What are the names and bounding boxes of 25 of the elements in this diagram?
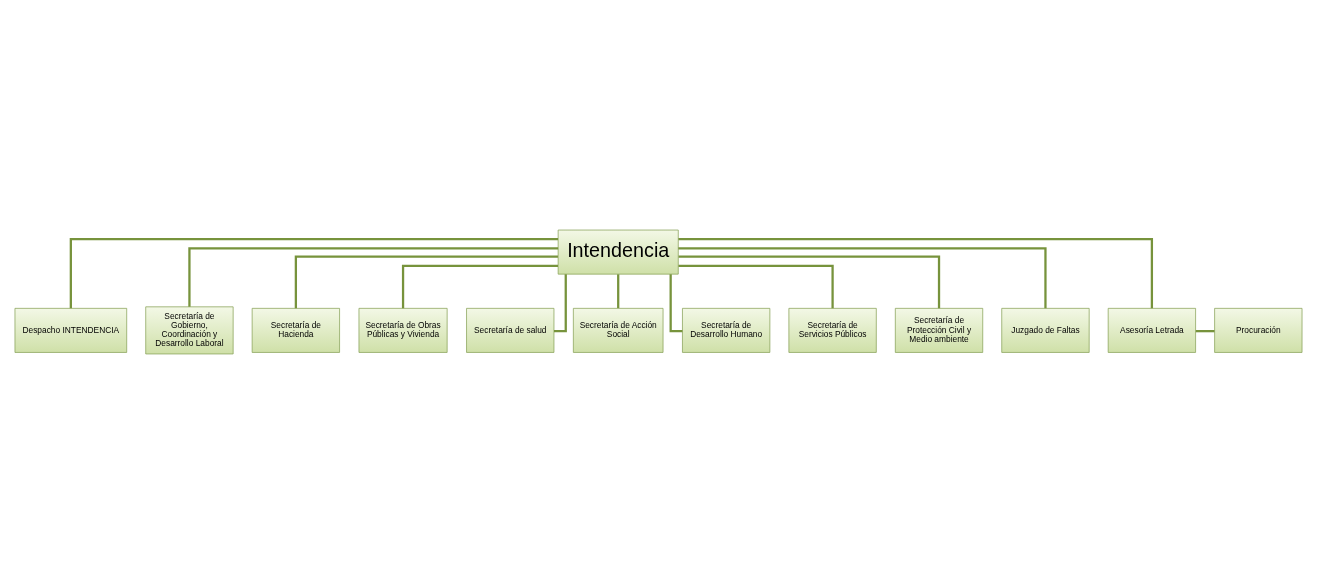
connector bbox=[678, 264, 834, 308]
node-box: Secretaría de Hacienda bbox=[251, 307, 340, 353]
connector bbox=[69, 237, 559, 308]
node-box: Despacho INTENDENCIA bbox=[14, 307, 128, 353]
connector bbox=[401, 264, 558, 308]
node-box: Secretaría de Servicios Públicos bbox=[788, 307, 877, 353]
node-box: Intendencia bbox=[557, 229, 679, 274]
connector bbox=[188, 246, 559, 307]
node-box: Secretaría de Protección Civil y Medio ambiente bbox=[894, 307, 984, 353]
node-box: Asesoría Letrada bbox=[1107, 307, 1196, 353]
node-box: Secretaría de salud bbox=[466, 307, 555, 353]
node-box: Secretaría de Acción Social bbox=[572, 307, 664, 353]
connector bbox=[617, 273, 620, 308]
node-box: Secretaría de Desarrollo Humano bbox=[682, 307, 771, 353]
node-box: Secretaría de Obras Públicas y Vivienda bbox=[358, 307, 448, 353]
connector bbox=[678, 237, 1154, 308]
node-box: Procuración bbox=[1214, 307, 1303, 353]
connector bbox=[1195, 329, 1215, 332]
connector bbox=[294, 255, 558, 308]
node-box: Juzgado de Faltas bbox=[1001, 307, 1090, 353]
connector bbox=[678, 255, 941, 308]
connector bbox=[554, 273, 567, 332]
node-box: Secretaría de Gobierno, Coordinación y Desarrollo Laboral bbox=[145, 305, 234, 354]
connector bbox=[669, 273, 683, 332]
connector bbox=[678, 246, 1047, 308]
